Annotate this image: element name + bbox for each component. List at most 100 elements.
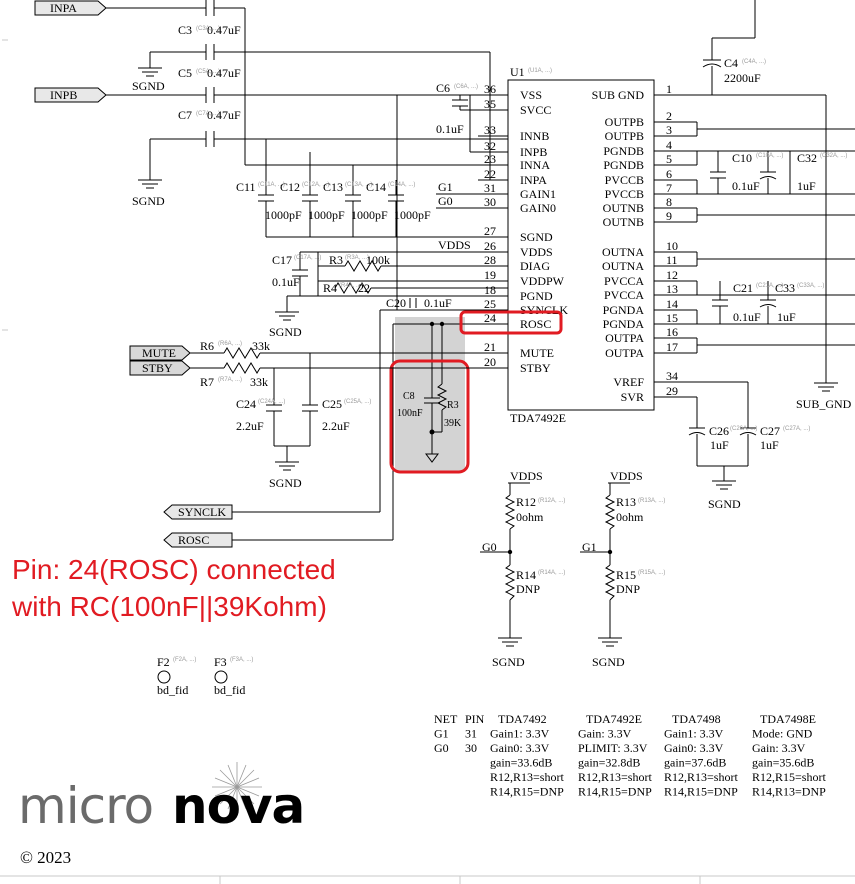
- vdds-net: VDDS: [438, 238, 471, 252]
- ic-pin-name: ROSC: [520, 317, 551, 331]
- ic-pin-number: 30: [484, 195, 496, 209]
- c32-value: 1uF: [797, 179, 816, 193]
- ic-pin-number: 6: [666, 167, 672, 181]
- ic-pin-name: INPB: [520, 145, 547, 159]
- r14-ref: R14: [516, 568, 536, 582]
- table-header-cell: TDA7492: [498, 712, 547, 726]
- ic-ref: U1: [510, 65, 525, 79]
- c5-value: 0.47uF: [207, 66, 241, 80]
- f3-ref: F3: [214, 655, 227, 669]
- c21-ref: C21: [733, 281, 753, 295]
- ic-pin-name: SVR: [621, 390, 644, 404]
- ic-pin-number: 27: [484, 224, 496, 238]
- g0-net: G0: [438, 194, 453, 208]
- c20-ref: C20: [386, 296, 406, 310]
- table-cell: R12,R13=short: [578, 770, 652, 784]
- c4-cap: [702, 63, 722, 68]
- r15-ref: R15: [616, 568, 636, 582]
- ground-icon: [598, 637, 622, 647]
- ic-pin-name: INPA: [520, 173, 547, 187]
- table-cell: Gain1: 3.3V: [490, 727, 550, 741]
- ic-pin-number: 16: [666, 325, 678, 339]
- ic-pin-name: SGND: [520, 230, 553, 244]
- r15-value: DNP: [616, 582, 640, 596]
- c24-ref: C24: [236, 397, 256, 411]
- c11-cap: [258, 194, 274, 202]
- svg-text:(R13A, ...): (R13A, ...): [638, 498, 665, 504]
- ic-pin-number: 25: [484, 297, 496, 311]
- table-cell: R12,R13=short: [664, 770, 738, 784]
- c13-value: 1000pF: [351, 208, 388, 222]
- svg-text:(C7A, ...): (C7A, ...): [196, 111, 220, 117]
- c7-ref: C7: [178, 108, 192, 122]
- sgnd-label-6: SGND: [492, 655, 525, 669]
- right-wiring: SUB_GND C4 (C4A, ...) 2200uF C10 (C10A, …: [654, 0, 855, 511]
- rosc-label: ROSC: [178, 533, 209, 547]
- c14-value: 1000pF: [394, 208, 431, 222]
- net-port-inpa: [34, 0, 107, 16]
- c13-ref: C13: [323, 180, 343, 194]
- r7-resistor: [223, 362, 261, 374]
- annotation-line-2: with RC(100nF||39Kohm): [11, 591, 327, 622]
- annotation-line-1: Pin: 24(ROSC) connected: [12, 554, 336, 585]
- c17-ref: C17: [272, 253, 292, 267]
- svg-text:(C21A, ...): (C21A, ...): [756, 283, 783, 289]
- c26-ref: C26: [709, 424, 729, 438]
- ic-pin-number: 21: [484, 340, 496, 354]
- r7-ref: R7: [200, 375, 214, 389]
- c10-value: 0.1uF: [732, 179, 760, 193]
- ic-pin-number: 7: [666, 181, 672, 195]
- r12-value: 0ohm: [516, 510, 544, 524]
- c5-ref: C5: [178, 66, 192, 80]
- net-port-mute: [129, 345, 191, 361]
- ic-pin-name: VDDS: [520, 245, 553, 259]
- ground-icon: [138, 179, 162, 189]
- ic-part: TDA7492E: [510, 411, 566, 425]
- r6-ref: R6: [200, 339, 214, 353]
- ic-pin-number: 20: [484, 355, 496, 369]
- r3b-resistor: [436, 383, 448, 411]
- c8-value: 100nF: [397, 408, 423, 419]
- c12-ref: C12: [280, 180, 300, 194]
- ic-pin-number: 29: [666, 384, 678, 398]
- fiducials: F2 (F2A, ...) bd_fid F3 (F3A, ...) bd_fi…: [157, 655, 253, 697]
- svg-text:(C32A, ...): (C32A, ...): [820, 153, 847, 159]
- net-port-inpb: [34, 87, 107, 103]
- table-cell: R12,R13=short: [490, 770, 564, 784]
- r15-resistor: [604, 564, 616, 601]
- c12-cap: [302, 194, 318, 202]
- r4-resistor: [334, 282, 372, 294]
- logo-text-light: micro: [18, 777, 153, 835]
- svg-text:(C4A, ...): (C4A, ...): [742, 59, 766, 65]
- table-cell: R14,R15=DNP: [490, 785, 564, 799]
- r13-ref: R13: [616, 495, 636, 509]
- f3-value: bd_fid: [214, 683, 245, 697]
- copyright: © 2023: [20, 848, 71, 867]
- ic-pin-number: 24: [484, 311, 496, 325]
- ic-pin-name: VDDPW: [520, 274, 565, 288]
- r12-ref: R12: [516, 495, 536, 509]
- svg-text:(C17A, ...): (C17A, ...): [294, 255, 321, 261]
- c21-value: 0.1uF: [733, 310, 761, 324]
- ic-pin-number: 19: [484, 268, 496, 282]
- ic-pin-number: 9: [666, 209, 672, 223]
- r3-value: 100k: [366, 253, 390, 267]
- ic-pin-name: GAIN1: [520, 187, 556, 201]
- r4-value: 22: [358, 281, 370, 295]
- c4-ref: C4: [724, 56, 738, 70]
- table-cell: Mode: GND: [752, 727, 813, 741]
- ic-pin-name: OUTNA: [602, 259, 644, 273]
- c11-ref: C11: [236, 180, 256, 194]
- ic-pin-name: PGNDA: [603, 303, 645, 317]
- table-cell: Gain0: 3.3V: [490, 741, 550, 755]
- c12-value: 1000pF: [308, 208, 345, 222]
- ic-pin-number: 17: [666, 340, 678, 354]
- sgnd-label-5: SGND: [708, 497, 741, 511]
- svg-text:(C3A, ...): (C3A, ...): [196, 26, 220, 32]
- ic-pin-number: 34: [666, 369, 678, 383]
- r3-ref: R3: [329, 253, 343, 267]
- svg-text:(C10A, ...): (C10A, ...): [756, 153, 783, 159]
- ic-pin-name: GAIN0: [520, 201, 556, 215]
- svg-text:(R6A, ...): (R6A, ...): [218, 341, 242, 347]
